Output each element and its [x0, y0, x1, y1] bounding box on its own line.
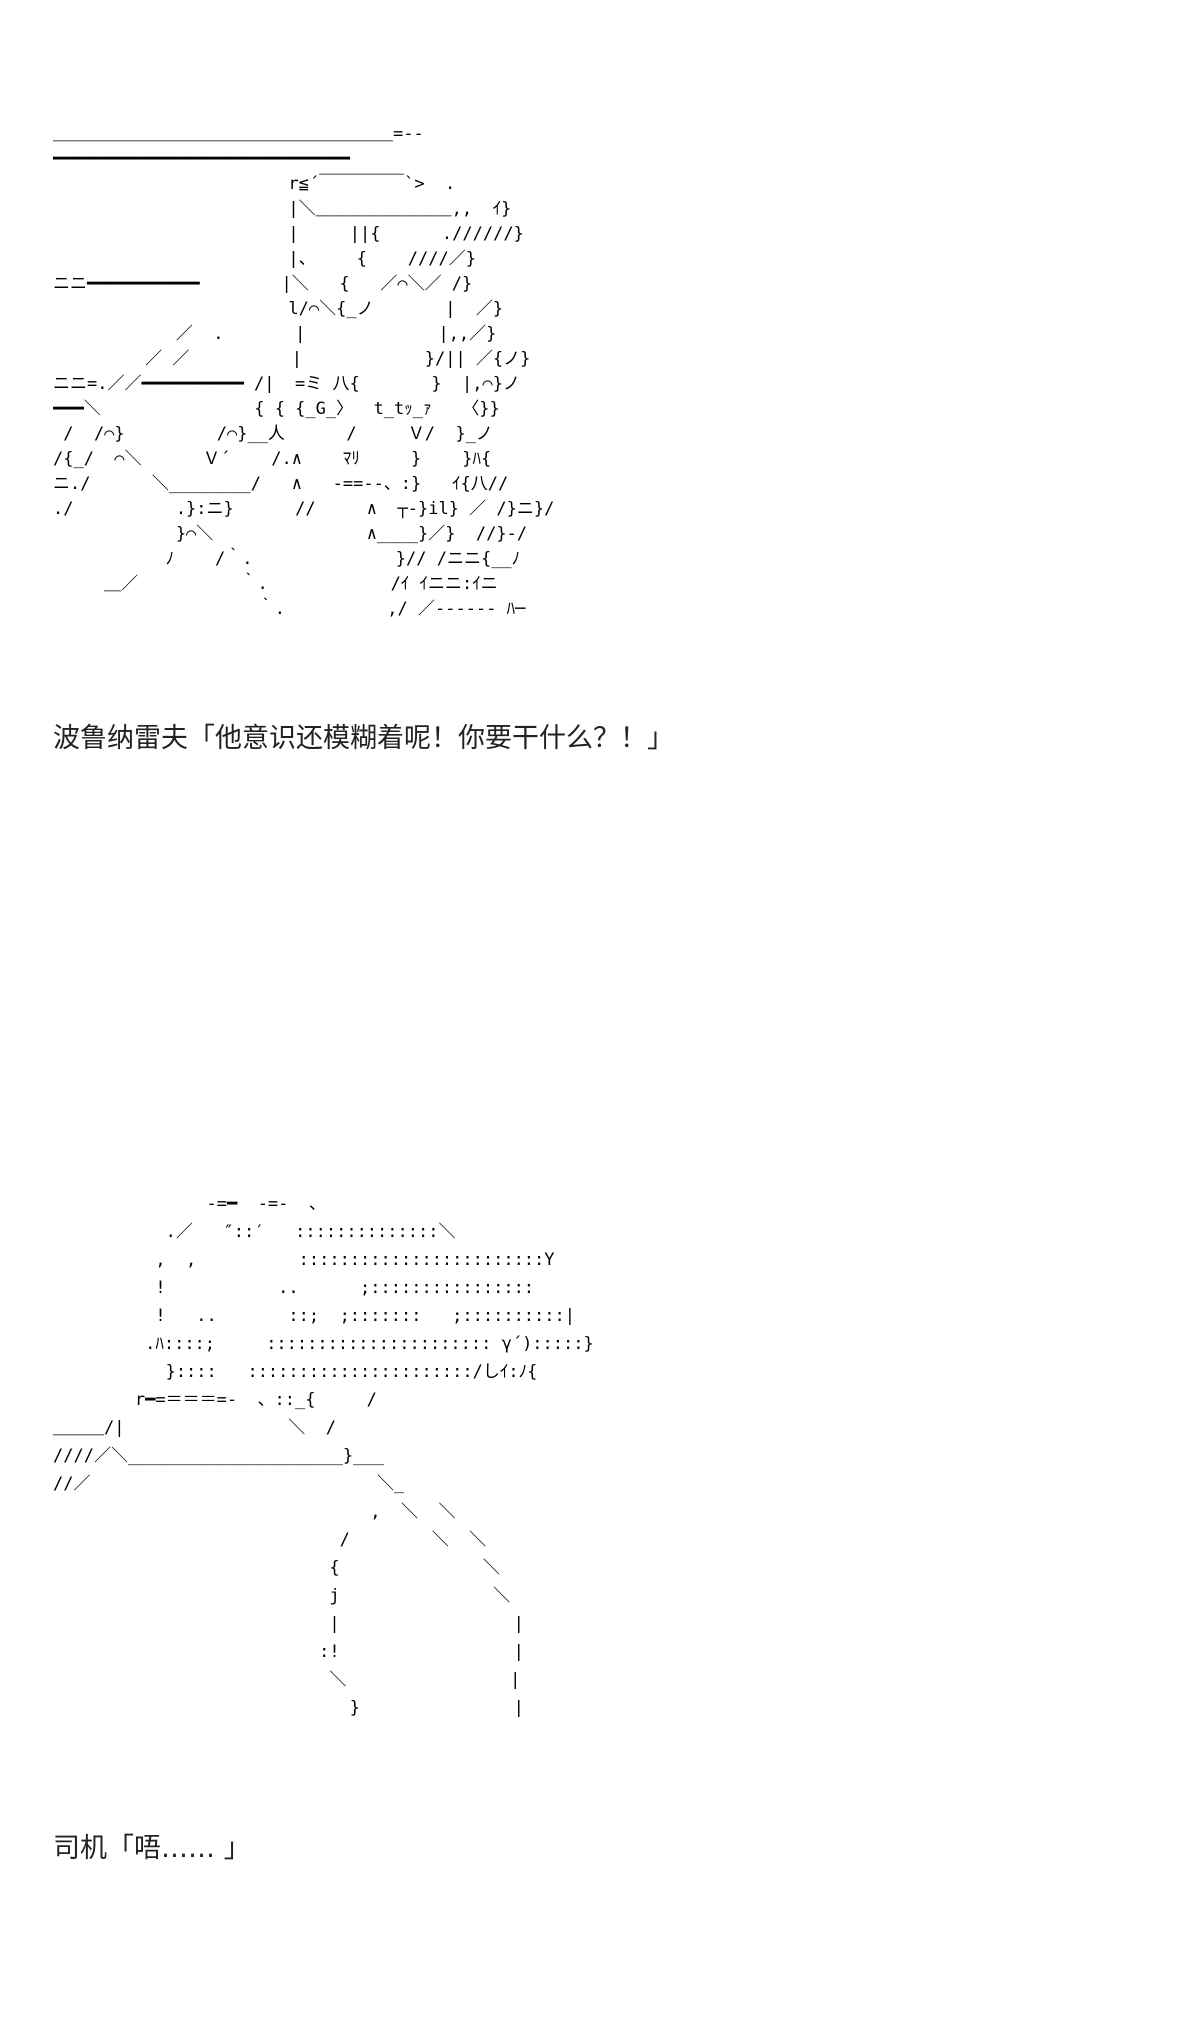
- dialogue-caption-driver: 司机「唔…… 」: [53, 1833, 251, 1864]
- ascii-art-scene-1: ＿＿＿＿＿＿＿＿＿＿＿＿＿＿＿＿＿＿＿＿=-- ━━━━━━━━━━━━━━━━…: [53, 124, 555, 619]
- dialogue-caption-polnareff: 波鲁纳雷夫「他意识还模糊着呢！你要干什么？！」: [53, 723, 674, 754]
- ascii-art-scene-2: -=━ -=- 、 .／ ″::′ ::::::::::::::＼ , , ::…: [53, 1194, 593, 1718]
